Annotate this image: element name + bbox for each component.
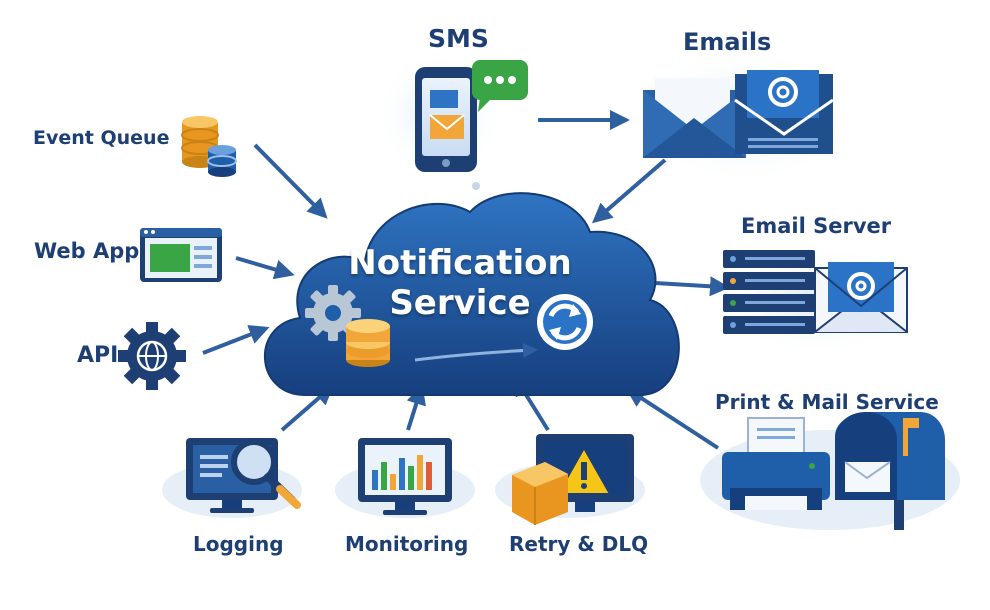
label-emails: Emails — [683, 28, 772, 56]
sync-icon — [537, 294, 593, 350]
label-retry-dlq: Retry & DLQ — [509, 532, 649, 556]
event-queue-icon — [181, 116, 237, 177]
label-event-queue: Event Queue — [33, 127, 170, 149]
gear-icon — [305, 285, 361, 341]
center-title: Notification Service — [335, 243, 585, 323]
sms-phone-icon — [415, 60, 528, 190]
retry-dlq-icon — [512, 434, 634, 525]
printer-icon — [722, 417, 830, 510]
center-title-line1: Notification — [348, 243, 572, 283]
email-server-icon — [723, 250, 908, 334]
web-app-icon — [140, 228, 222, 282]
emails-icon — [643, 70, 834, 158]
notification-cloud — [264, 192, 680, 396]
database-stack-icon — [346, 319, 390, 367]
label-logging: Logging — [193, 532, 284, 556]
label-monitoring: Monitoring — [345, 532, 469, 556]
api-gear-icon — [118, 322, 186, 390]
logging-icon — [186, 438, 301, 513]
flow-swoosh — [414, 342, 538, 362]
arrow-logging — [280, 384, 335, 432]
arrow-api — [202, 325, 270, 355]
arrow-monitoring — [406, 384, 426, 431]
arrow-event-queue — [253, 143, 328, 219]
label-email-server: Email Server — [741, 214, 892, 238]
center-title-line2: Service — [389, 283, 531, 323]
label-web-app: Web App — [34, 239, 140, 263]
arrow-print-mail — [625, 387, 720, 450]
arrow-web-app — [235, 256, 295, 280]
monitoring-icon — [358, 438, 452, 515]
arrow-emails — [591, 158, 667, 224]
label-print-mail: Print & Mail Service — [715, 390, 939, 414]
label-api: API — [77, 343, 119, 368]
label-sms: SMS — [428, 24, 489, 53]
mailbox-icon — [835, 412, 945, 530]
arrow-email-server — [654, 276, 730, 297]
